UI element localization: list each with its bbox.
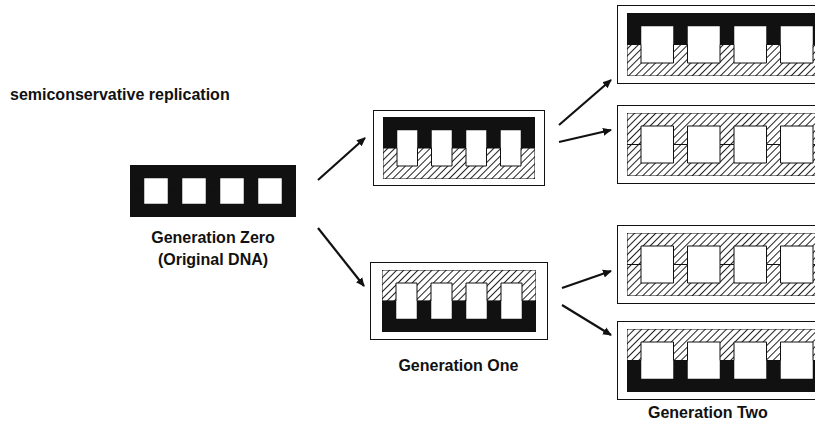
dna-ladder bbox=[627, 113, 815, 176]
new-strand bbox=[627, 265, 815, 297]
old-strand bbox=[130, 165, 296, 191]
new-strand bbox=[627, 329, 815, 361]
old-strand bbox=[627, 361, 815, 393]
new-strand bbox=[383, 148, 535, 179]
dna-box bbox=[617, 105, 815, 184]
generation-label: Generation Zero (Original DNA) bbox=[130, 227, 296, 271]
dna-ladder bbox=[382, 270, 536, 332]
new-strand bbox=[627, 233, 815, 265]
dna-box bbox=[617, 5, 815, 84]
old-strand bbox=[382, 301, 536, 332]
new-strand bbox=[382, 270, 536, 301]
replication-arrow bbox=[562, 305, 611, 335]
dna-molecule: Generation Zero (Original DNA) bbox=[130, 165, 296, 273]
dna-ladder bbox=[383, 117, 535, 179]
dna-box bbox=[373, 110, 545, 186]
generation-label: Generation Two bbox=[648, 403, 768, 422]
dna-ladder bbox=[627, 13, 815, 76]
old-strand bbox=[383, 117, 535, 148]
generation-label: Generation One bbox=[398, 355, 518, 377]
old-strand bbox=[130, 191, 296, 217]
new-strand bbox=[627, 45, 815, 77]
replication-arrow bbox=[318, 138, 365, 180]
dna-ladder bbox=[130, 165, 296, 217]
replication-arrow bbox=[318, 228, 364, 286]
new-strand bbox=[627, 113, 815, 145]
old-strand bbox=[627, 13, 815, 45]
dna-box: Generation One bbox=[370, 262, 548, 340]
diagram-title: semiconservative replication bbox=[10, 86, 230, 104]
dna-box: Generation Two bbox=[617, 321, 815, 400]
replication-arrow bbox=[559, 80, 611, 125]
dna-ladder bbox=[627, 233, 815, 296]
dna-ladder bbox=[627, 329, 815, 392]
replication-arrow bbox=[559, 130, 611, 142]
new-strand bbox=[627, 145, 815, 177]
replication-arrow bbox=[562, 271, 611, 288]
dna-box bbox=[617, 225, 815, 304]
